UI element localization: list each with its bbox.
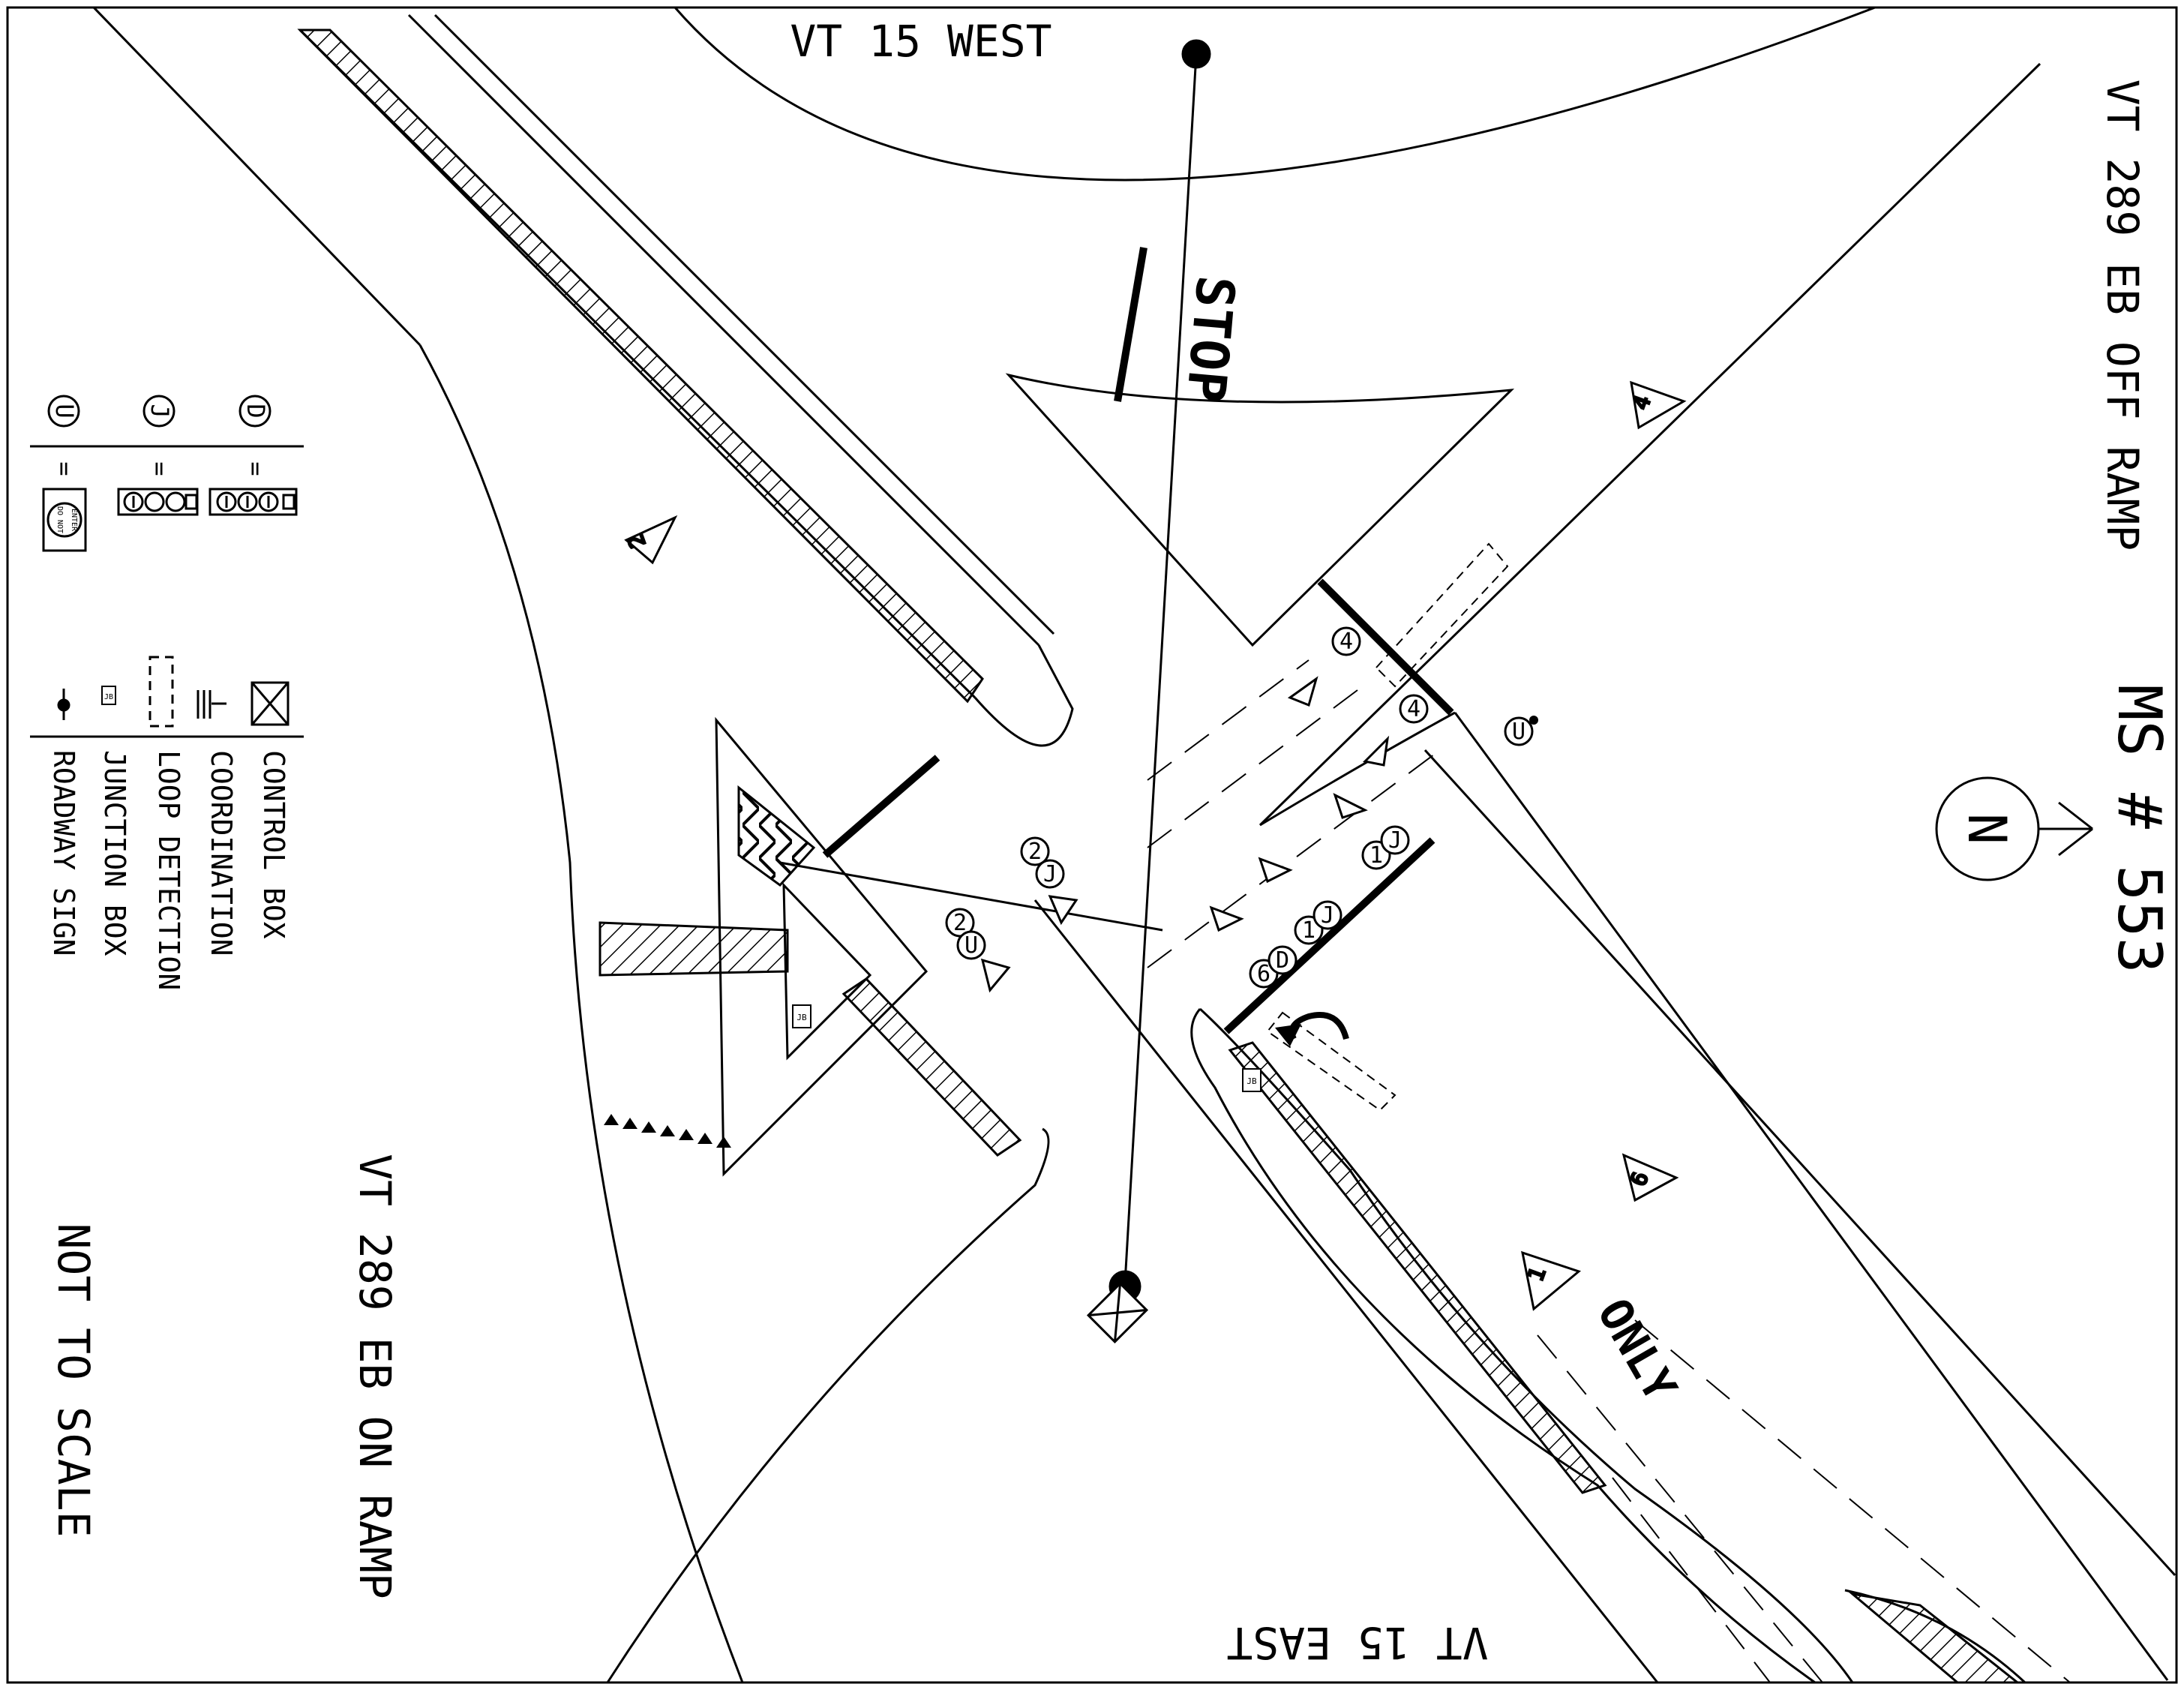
roadway-sign-icon — [57, 689, 70, 720]
junction-box-label: JB — [796, 1013, 807, 1022]
hatched-shoulders — [297, 29, 2021, 1684]
svg-text:DO NOT: DO NOT — [56, 506, 64, 533]
north-letter: N — [1956, 813, 2018, 845]
junction-box: JB — [1242, 1068, 1262, 1092]
junction-box: JB — [792, 1004, 812, 1028]
legend-label-coordination: COORDINATION — [205, 750, 238, 956]
stop-bars — [822, 247, 1454, 1034]
three-arrow-signal-head-icon — [208, 488, 298, 516]
control-box-icon — [250, 681, 290, 726]
sheet-border — [6, 6, 2178, 1684]
legend-j-symbol: J — [146, 404, 174, 418]
loop-detection-icon — [148, 656, 174, 728]
signal-head-u4: 4 — [1399, 694, 1429, 724]
svg-text:ENTER: ENTER — [70, 509, 78, 532]
phase-1-triangle — [1521, 1250, 1582, 1311]
legend-signal-heads: D = J = U = DO NOT ENTER — [30, 395, 304, 552]
legend-label-roadway-sign: ROADWAY SIGN — [47, 750, 80, 956]
do-not-enter-sign-icon: DO NOT ENTER — [42, 488, 87, 552]
signal-head-j2: 2 J — [1020, 836, 1065, 889]
scale-note: NOT TO SCALE — [48, 1223, 99, 1537]
legend-label-control-box: CONTROL BOX — [257, 750, 290, 939]
phase-6-triangle — [1622, 1153, 1679, 1202]
road-label-vt15-east: VT 15 EAST — [1226, 1617, 1488, 1668]
three-ball-signal-head-with-arrow-icon — [117, 488, 199, 516]
coordination-icon — [196, 690, 226, 719]
phase-2-triangle — [624, 515, 678, 565]
svg-text:4: 4 — [1340, 629, 1353, 655]
loop-detection-zones — [1266, 542, 1509, 1112]
svg-text:1: 1 — [1370, 842, 1383, 869]
svg-text:2: 2 — [953, 910, 967, 936]
svg-text:2: 2 — [1028, 839, 1042, 865]
legend-label-junction-box: JUNCTION BOX — [98, 750, 131, 956]
svg-text:J: J — [1388, 827, 1402, 854]
ms-label: MS # 553 — [2104, 684, 2174, 973]
signal-head-j4: 4 — [1331, 626, 1361, 656]
junction-box-label: JB — [1246, 1076, 1257, 1086]
legend-j-eq: = — [146, 461, 174, 476]
signal-head-j1b: 1 J — [1361, 825, 1410, 870]
svg-text:D: D — [1276, 947, 1289, 974]
legend-d-symbol: D — [242, 404, 270, 418]
legend-symbols: JB CONTROL BOX COORDINATION LOOP DETECTI… — [30, 656, 304, 990]
svg-text:U: U — [964, 932, 978, 959]
svg-text:J: J — [1321, 902, 1334, 929]
svg-text:JB: JB — [104, 693, 113, 701]
road-label-vt15-west: VT 15 WEST — [790, 16, 1052, 67]
signal-head-d6: 6 D — [1249, 945, 1298, 989]
roadway-sign-dots — [604, 716, 1538, 1148]
road-edges — [92, 6, 2176, 1684]
legend-u-eq: = — [50, 461, 79, 476]
signal-heads: 6 D 1 J 1 J 2 J 2 U 4 4 U — [945, 626, 1534, 989]
signal-direction-arrows — [980, 676, 1390, 993]
legend-u-symbol: U — [50, 404, 79, 418]
svg-text:6: 6 — [1257, 961, 1270, 987]
road-label-off-ramp: VT 289 EB OFF RAMP — [2097, 80, 2148, 551]
u-turn-arrow-icon — [1275, 1012, 1349, 1046]
road-label-on-ramp: VT 289 EB ON RAMP — [350, 1154, 400, 1599]
svg-text:1: 1 — [1302, 917, 1316, 944]
north-arrow: N — [1935, 776, 2093, 881]
lane-lines — [1147, 659, 2071, 1683]
svg-text:U: U — [1512, 719, 1526, 745]
control-box — [1086, 1281, 1149, 1344]
legend-d-eq: = — [242, 461, 270, 476]
signal-head-u2: 2 U — [945, 908, 986, 960]
phase-markers: 2 4 6 1 — [622, 380, 1687, 1311]
junction-box-icon: JB — [101, 686, 116, 705]
signal-head-j1: 1 J — [1294, 900, 1342, 945]
phase-4-triangle — [1630, 380, 1687, 430]
svg-text:J: J — [1043, 861, 1057, 887]
stop-marking: STOP — [1174, 274, 1246, 405]
svg-text:4: 4 — [1407, 696, 1420, 722]
legend-label-loop-detection: LOOP DETECTION — [152, 750, 185, 990]
signal-head-u-sign: U — [1504, 716, 1534, 746]
coordination-line — [1108, 39, 1211, 1303]
signal-pole-top — [1181, 39, 1211, 69]
